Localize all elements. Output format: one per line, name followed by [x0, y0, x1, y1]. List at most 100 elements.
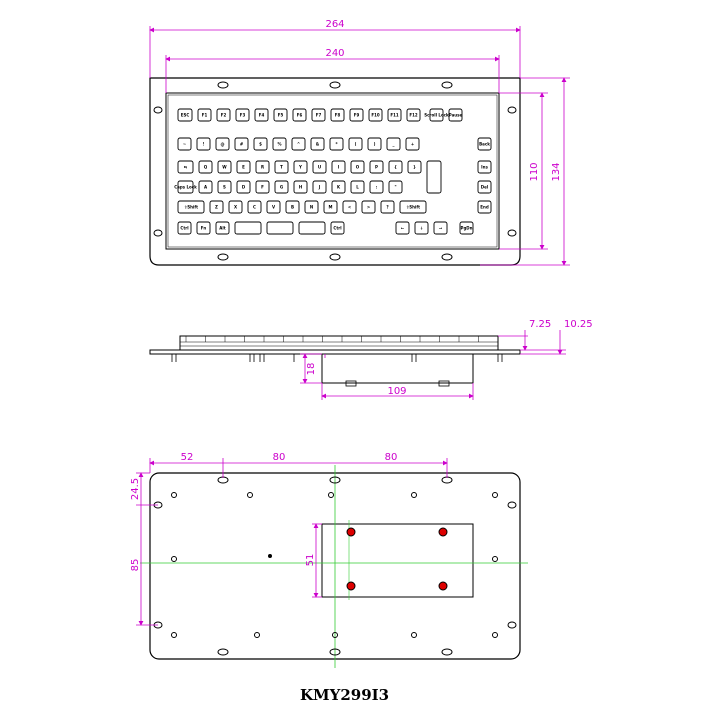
key-cap — [331, 180, 346, 194]
key-label: U — [318, 165, 321, 170]
key-cap — [310, 137, 325, 151]
key-cap — [477, 180, 492, 194]
key-label: : — [376, 185, 378, 190]
key-label: F8 — [335, 113, 341, 118]
key-cap — [330, 108, 345, 122]
key-label: * — [335, 142, 338, 147]
dim-side-depth-b: 10.25 — [564, 319, 593, 330]
key-cap — [255, 180, 270, 194]
dim-side-box-width: 109 — [387, 386, 406, 397]
key-cap — [477, 200, 492, 214]
key-cap — [349, 108, 364, 122]
key-cap — [236, 160, 251, 174]
key-cap — [177, 160, 194, 174]
key-cap — [369, 160, 384, 174]
side-studs — [171, 354, 503, 362]
key-cap — [369, 180, 384, 194]
key-label: Z — [215, 205, 218, 210]
key-cap — [274, 180, 289, 194]
key-cap — [323, 200, 338, 214]
key-cap — [304, 200, 319, 214]
key-label: End — [480, 205, 489, 210]
bottom-view — [136, 458, 528, 668]
key-label: V — [272, 205, 276, 210]
dim-bottom-offset: 52 — [181, 452, 194, 463]
side-controller-box — [321, 353, 474, 384]
key-label: $ — [259, 142, 262, 147]
bottom-dimensions — [136, 458, 448, 626]
key-cap — [477, 137, 492, 151]
key-cap — [285, 200, 300, 214]
mount-hole — [329, 81, 341, 89]
key-cap — [448, 108, 463, 122]
key-cap — [273, 108, 288, 122]
key-cap — [217, 160, 232, 174]
mount-hole — [441, 81, 453, 89]
key-cap — [198, 180, 213, 194]
key-cap — [228, 200, 243, 214]
key-label: ^ — [297, 142, 300, 147]
dim-overall-width: 264 — [325, 19, 344, 30]
key-cap — [177, 180, 194, 194]
key-label: PgDn — [461, 226, 473, 231]
key-label: Q — [204, 165, 208, 170]
key-cap — [215, 137, 230, 151]
key-label: Pause — [449, 113, 463, 118]
dim-side-depth-a: 7.25 — [529, 319, 551, 330]
dim-bottom-box-height: 51 — [305, 554, 316, 567]
key-label: ESC — [181, 113, 190, 118]
key-cap — [459, 221, 474, 235]
key-cap — [406, 108, 421, 122]
key-label: # — [240, 142, 244, 147]
key-label: Fn — [201, 226, 207, 231]
key-cap — [291, 137, 306, 151]
key-cap — [177, 108, 193, 122]
top-inner-panel — [165, 92, 500, 250]
key-cap — [215, 221, 230, 235]
key-cap — [388, 180, 403, 194]
key-label: ⇧Shift — [406, 205, 420, 210]
key-label: & — [316, 142, 320, 147]
key-cap — [293, 160, 308, 174]
key-label: C — [253, 205, 256, 210]
key-label: D — [242, 185, 246, 190]
dim-bottom-hole-span: 85 — [130, 559, 141, 572]
side-key-tops — [185, 336, 479, 342]
key-cap — [196, 137, 211, 151]
top-mounting-holes — [153, 81, 517, 261]
key-label: R — [261, 165, 264, 170]
key-label: G — [280, 185, 283, 190]
key-cap — [361, 200, 376, 214]
key-label: → — [439, 226, 443, 231]
side-keycap-layer — [179, 335, 499, 351]
key-label: K — [337, 185, 341, 190]
key-label: { — [394, 165, 397, 170]
key-label: @ — [221, 142, 225, 147]
key-label: Alt — [219, 226, 225, 231]
mount-hole — [217, 253, 229, 261]
key-cap — [254, 108, 269, 122]
key-cap — [266, 200, 281, 214]
dim-inner-height: 110 — [529, 162, 540, 181]
key-label: J — [318, 185, 321, 190]
key-cap — [253, 137, 268, 151]
key-label: F11 — [390, 113, 399, 118]
dim-overall-height: 134 — [551, 162, 562, 181]
key-cap — [342, 200, 357, 214]
key-cap — [209, 200, 224, 214]
key-cap — [234, 137, 249, 151]
key-label: Del — [481, 185, 489, 190]
side-view — [149, 330, 566, 400]
key-label: H — [299, 185, 302, 190]
key-cap — [311, 108, 326, 122]
key-cap — [429, 108, 444, 122]
key-cap — [388, 160, 403, 174]
key-label: Y — [298, 165, 302, 170]
key-label: } — [413, 165, 416, 170]
key-label: Back — [479, 142, 490, 147]
mount-hole — [153, 106, 163, 114]
key-label: ! — [203, 142, 205, 147]
key-label: ? — [386, 205, 389, 210]
